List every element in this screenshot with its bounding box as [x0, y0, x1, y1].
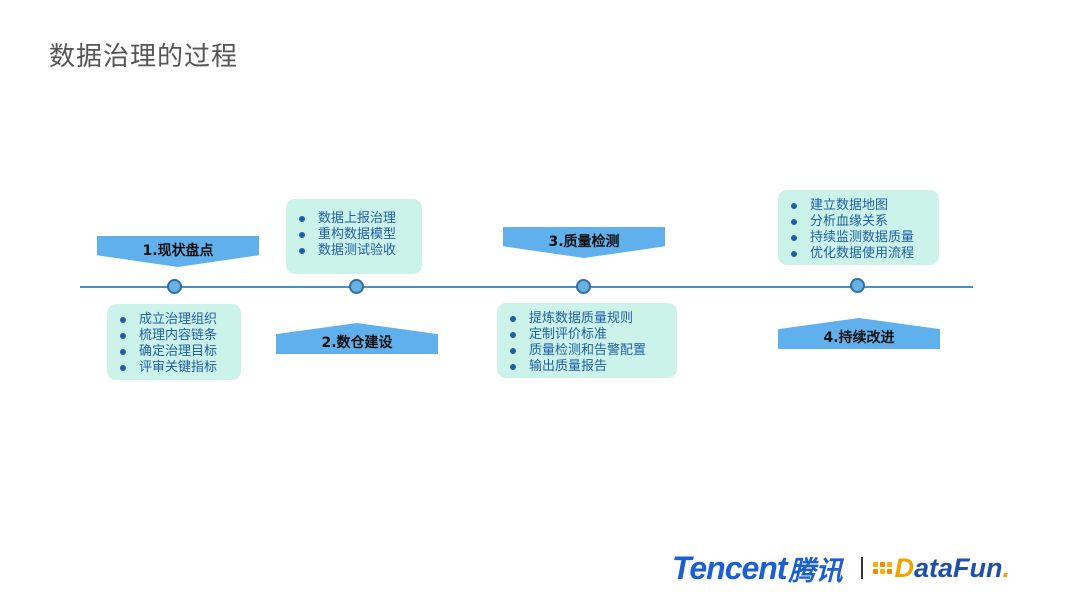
list-item: 成立治理组织	[120, 312, 231, 328]
list-item: 重构数据模型	[299, 227, 412, 243]
datafun-dots-icon	[872, 562, 892, 574]
stage-3-node	[576, 279, 591, 294]
bullet-icon	[510, 316, 516, 322]
stage-2-card: 数据上报治理 重构数据模型 数据测试验收	[286, 199, 422, 274]
list-item: 数据测试验收	[299, 243, 412, 259]
list-item: 数据上报治理	[299, 211, 412, 227]
stage-4-card: 建立数据地图 分析血缘关系 持续监测数据质量 优化数据使用流程	[778, 190, 939, 265]
list-item: 梳理内容链条	[120, 328, 231, 344]
stage-3-flag: 3.质量检测	[503, 227, 665, 258]
stage-1-label: 1.现状盘点	[142, 242, 214, 259]
list-item: 输出质量报告	[510, 359, 667, 375]
tencent-logo: Tencent	[672, 549, 787, 586]
stage-1-flag: 1.现状盘点	[97, 236, 259, 267]
bullet-icon	[299, 248, 305, 254]
list-item: 质量检测和告警配置	[510, 343, 667, 359]
list-item: 评审关键指标	[120, 360, 231, 376]
bullet-icon	[120, 365, 126, 371]
stage-4-node	[850, 278, 865, 293]
datafun-logo-d: D	[894, 552, 915, 583]
list-item: 定制评价标准	[510, 327, 667, 343]
list-item: 分析血缘关系	[791, 214, 929, 230]
list-item: 提炼数据质量规则	[510, 311, 667, 327]
list-item: 优化数据使用流程	[791, 246, 929, 262]
list-item: 建立数据地图	[791, 198, 929, 214]
stage-4-flag: 4.持续改进	[778, 318, 940, 349]
datafun-logo-text: ataFun	[914, 552, 1003, 583]
logo-separator	[860, 557, 863, 579]
stage-2-flag: 2.数仓建设	[276, 323, 438, 354]
list-item: 确定治理目标	[120, 344, 231, 360]
bullet-icon	[791, 235, 797, 241]
bullet-icon	[510, 332, 516, 338]
stage-4-label: 4.持续改进	[823, 329, 895, 346]
bullet-icon	[510, 364, 516, 370]
bullet-icon	[299, 216, 305, 222]
bullet-icon	[510, 348, 516, 354]
stage-3-card: 提炼数据质量规则 定制评价标准 质量检测和告警配置 输出质量报告	[497, 303, 677, 378]
stage-2-label: 2.数仓建设	[321, 334, 393, 351]
bullet-icon	[299, 232, 305, 238]
stage-1-card: 成立治理组织 梳理内容链条 确定治理目标 评审关键指标	[107, 304, 241, 380]
bullet-icon	[791, 251, 797, 257]
bullet-icon	[791, 203, 797, 209]
bullet-icon	[120, 317, 126, 323]
list-item: 持续监测数据质量	[791, 230, 929, 246]
stage-3-label: 3.质量检测	[548, 233, 620, 250]
bullet-icon	[120, 349, 126, 355]
page-title: 数据治理的过程	[49, 42, 239, 72]
bullet-icon	[791, 219, 797, 225]
bullet-icon	[120, 333, 126, 339]
datafun-logo-dot: .	[1002, 552, 1011, 583]
tencent-logo-cn: 腾讯	[788, 555, 843, 587]
stage-2-node	[349, 279, 364, 294]
timeline-axis	[80, 286, 973, 288]
stage-1-node	[167, 279, 182, 294]
